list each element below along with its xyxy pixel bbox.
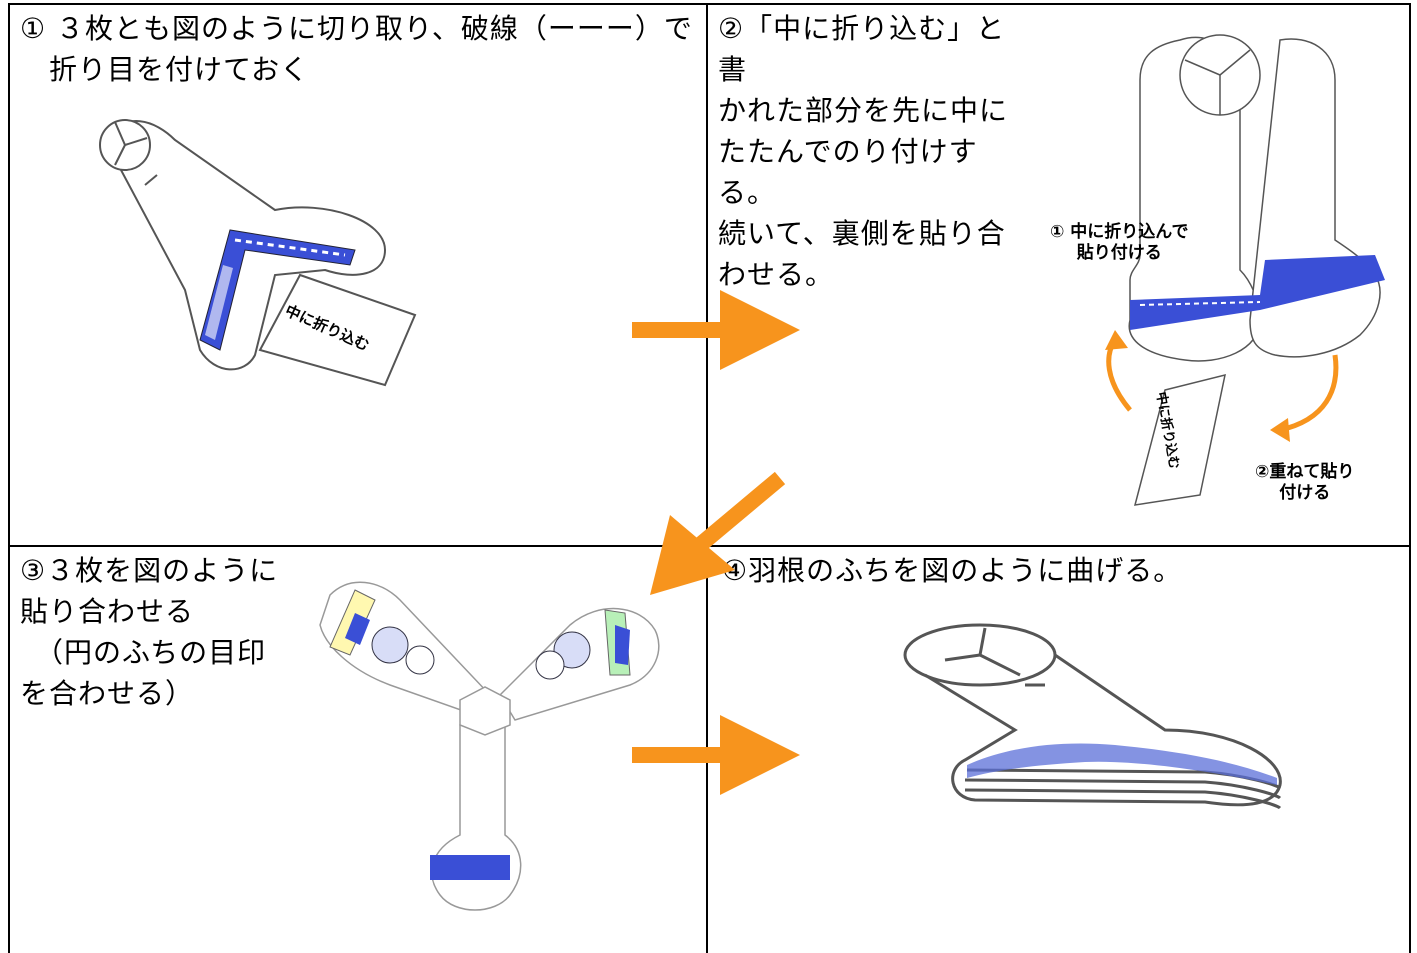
border-left (8, 3, 10, 953)
step3-assembly-illustration (319, 581, 660, 911)
step2-text: ②「中に折り込む」と書 かれた部分を先に中に たたんでのり付けする。 続いて、裏… (718, 12, 1009, 291)
border-right (1409, 3, 1411, 953)
arrow-right-top (632, 290, 800, 370)
step4-curved-blade-illustration (903, 623, 1282, 810)
step1-blade-illustration (99, 119, 417, 387)
arrow-down-left (650, 471, 786, 595)
step3-text: ③３枚を図のように 貼り合わせる （円のふちの目印 を合わせる） (20, 554, 279, 710)
arrow-right-bottom (632, 715, 800, 795)
border-top (8, 3, 1411, 5)
step2-label-fold-in: ① 中に折り込んで 貼り付ける (1050, 222, 1189, 263)
step2-blade-illustration (1105, 34, 1385, 506)
border-middle-vertical (706, 3, 708, 953)
step4-text: ④羽根のふちを図のように曲げる。 (722, 554, 1183, 587)
step2-label-overlap: ②重ねて貼り 付ける (1255, 462, 1355, 503)
step1-text: ① ３枚とも図のように切り取り、破線（ーーー）で 折り目を付けておく (20, 12, 693, 86)
